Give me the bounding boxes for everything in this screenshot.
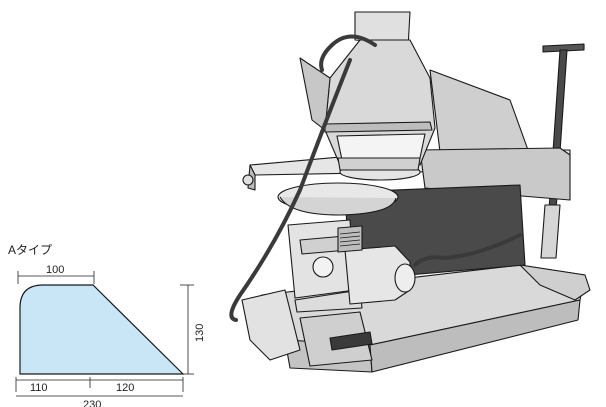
dim-top-line xyxy=(17,271,95,284)
profile-drawing: Aタイプ 100 130 110 120 230 xyxy=(8,243,206,407)
dim-height-label: 130 xyxy=(194,324,206,342)
hose xyxy=(229,34,377,322)
base-sled xyxy=(241,264,591,373)
profile-type-label: Aタイプ xyxy=(8,243,52,257)
dim-left-label: 110 xyxy=(30,382,48,394)
machine-illustration xyxy=(229,11,591,373)
dim-top-label: 100 xyxy=(46,264,64,276)
upper-housing xyxy=(299,11,436,171)
profile-shape xyxy=(19,284,185,375)
dim-height-line xyxy=(180,284,194,375)
dim-bottom-line xyxy=(15,377,184,397)
hose-right xyxy=(413,233,522,267)
dim-right-label: 120 xyxy=(116,382,134,394)
side-panel xyxy=(429,69,529,153)
dim-total-label: 230 xyxy=(83,399,101,407)
motor-cluster xyxy=(287,219,416,313)
